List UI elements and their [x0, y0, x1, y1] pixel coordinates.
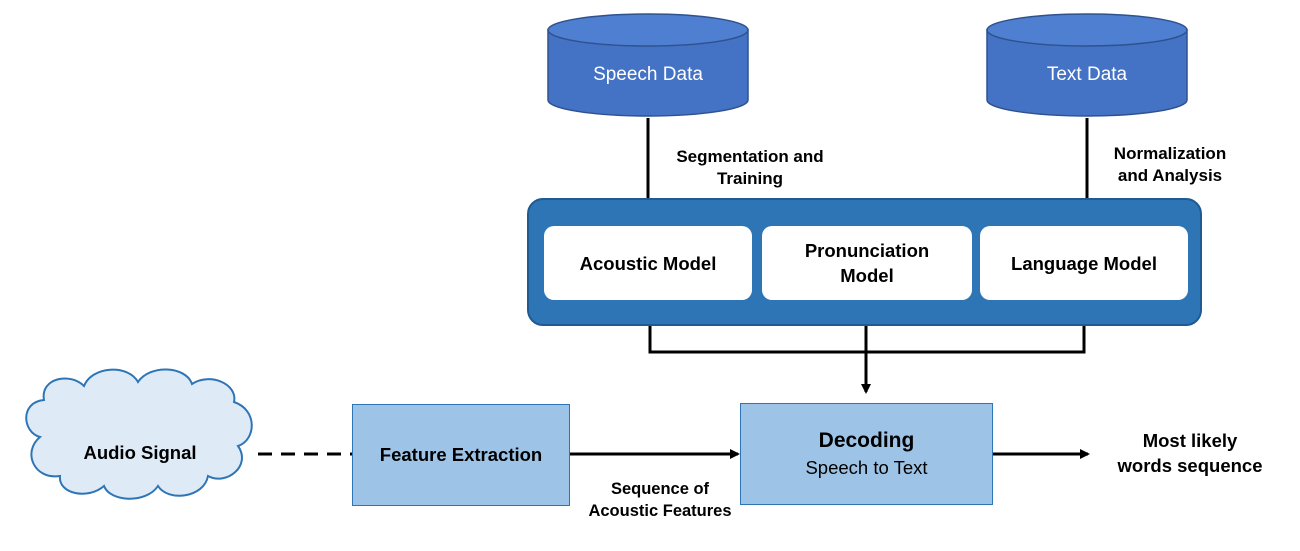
audio-signal-label: Audio Signal [83, 442, 197, 463]
text-data-label: Text Data [1046, 64, 1128, 85]
segmentation-training-label: Segmentation and Training [650, 146, 850, 190]
decoding-title: Decoding [818, 429, 915, 452]
pronunciation-model-line-2: Model [840, 265, 894, 286]
output-line-2: words sequence [1117, 455, 1263, 476]
acoustic-model-box: Acoustic Model [544, 226, 752, 300]
output-line-1: Most likely [1142, 430, 1238, 451]
segmentation-line-2: Training [716, 169, 784, 188]
language-model-box: Language Model [980, 226, 1188, 300]
segmentation-line-1: Segmentation and [676, 147, 824, 166]
pronunciation-model-box: Pronunciation Model [762, 226, 972, 300]
language-model-label: Language Model [1011, 252, 1157, 274]
acoustic-model-label: Acoustic Model [579, 252, 717, 274]
normalization-analysis-label: Normalization and Analysis [1090, 143, 1250, 187]
pronunciation-model-line-1: Pronunciation [804, 240, 930, 261]
feature-extraction-box: Feature Extraction [352, 404, 570, 506]
features-line-2: Acoustic Features [588, 502, 732, 520]
acoustic-features-label: Sequence of Acoustic Features [560, 478, 760, 522]
feature-extraction-label: Feature Extraction [379, 444, 543, 465]
audio-signal-cloud [25, 368, 253, 500]
text-data-database [986, 13, 1188, 117]
features-line-1: Sequence of [610, 480, 710, 498]
decoding-box: Decoding Speech to Text [740, 403, 993, 505]
speech-data-database [547, 13, 749, 117]
output-label: Most likely words sequence [1090, 428, 1290, 478]
speech-data-label: Speech Data [593, 64, 703, 85]
normalization-line-1: Normalization [1113, 144, 1227, 163]
decoding-subtitle: Speech to Text [805, 457, 928, 478]
normalization-line-2: and Analysis [1117, 166, 1223, 185]
